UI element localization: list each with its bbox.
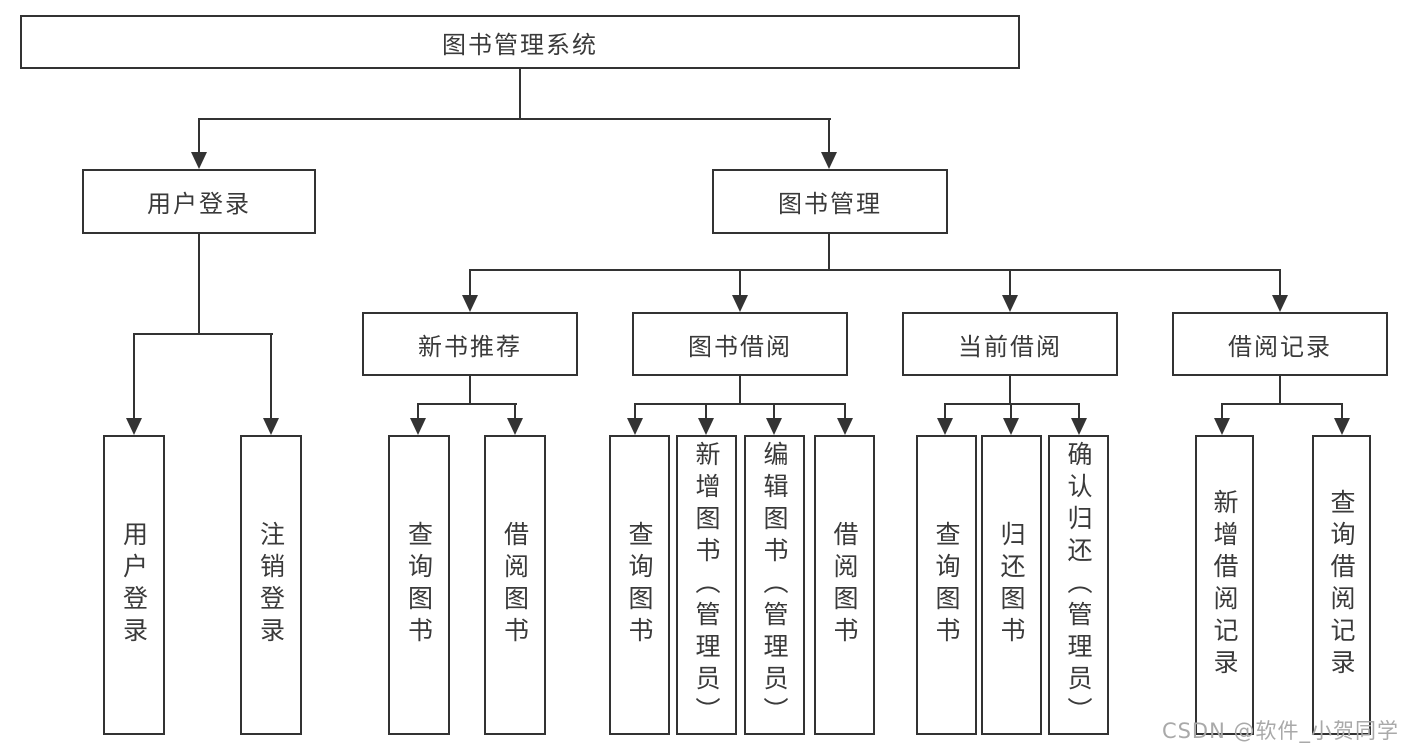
connector-line	[634, 403, 846, 405]
node-user-login: 用户登录	[82, 169, 316, 234]
leaf-query-books-3-label: 查询图书	[932, 521, 961, 649]
leaf-logout: 注销登录	[240, 435, 302, 735]
csdn-watermark: CSDN @软件_小贺同学	[1161, 719, 1399, 743]
arrowhead-icon	[126, 418, 142, 435]
arrowhead-icon	[837, 418, 853, 435]
connector-line	[417, 403, 419, 419]
leaf-query-books-2-label: 查询图书	[625, 521, 654, 649]
leaf-query-books-2: 查询图书	[609, 435, 670, 735]
arrowhead-icon	[937, 418, 953, 435]
connector-line	[828, 233, 830, 271]
arrowhead-icon	[698, 418, 714, 435]
arrowhead-icon	[1071, 418, 1087, 435]
node-library-system: 图书管理系统	[20, 15, 1020, 69]
leaf-user-login-label: 用户登录	[119, 521, 149, 649]
connector-line	[1009, 375, 1011, 405]
connector-line	[1221, 403, 1343, 405]
connector-line	[133, 333, 273, 335]
connector-line	[739, 375, 741, 405]
connector-line	[198, 233, 200, 335]
arrowhead-icon	[732, 295, 748, 312]
node-book-management-label: 图书管理	[778, 190, 882, 218]
leaf-borrow-books-2-label: 借阅图书	[830, 521, 859, 649]
connector-line	[1221, 403, 1223, 419]
node-library-system-label: 图书管理系统	[442, 30, 598, 59]
leaf-return-books: 归还图书	[981, 435, 1042, 735]
leaf-borrow-books-1-label: 借阅图书	[500, 521, 530, 649]
connector-line	[133, 333, 135, 419]
arrowhead-icon	[766, 418, 782, 435]
node-new-book-recommend-label: 新书推荐	[418, 332, 522, 361]
connector-line	[417, 403, 517, 405]
connector-line	[198, 118, 831, 120]
connector-line	[944, 403, 946, 419]
connector-line	[634, 403, 636, 419]
connector-line	[844, 403, 846, 419]
leaf-borrow-books-1: 借阅图书	[484, 435, 546, 735]
connector-line	[1341, 403, 1343, 419]
connector-line	[469, 269, 1281, 271]
leaf-edit-books-admin: 编辑图书（管理员）	[744, 435, 805, 735]
node-current-borrow: 当前借阅	[902, 312, 1118, 376]
node-book-borrow: 图书借阅	[632, 312, 848, 376]
leaf-confirm-return-admin: 确认归还（管理员）	[1048, 435, 1109, 735]
arrowhead-icon	[263, 418, 279, 435]
leaf-edit-books-admin-label: 编辑图书（管理员）	[760, 441, 789, 729]
leaf-add-borrow-record: 新增借阅记录	[1195, 435, 1254, 735]
connector-line	[705, 403, 707, 419]
leaf-query-borrow-record: 查询借阅记录	[1312, 435, 1371, 735]
connector-line	[469, 375, 471, 405]
arrowhead-icon	[191, 152, 207, 169]
arrowhead-icon	[462, 295, 478, 312]
leaf-return-books-label: 归还图书	[997, 521, 1026, 649]
connector-line	[198, 118, 200, 154]
arrowhead-icon	[821, 152, 837, 169]
leaf-add-books-admin-label: 新增图书（管理员）	[692, 441, 721, 729]
leaf-query-books-1: 查询图书	[388, 435, 450, 735]
arrowhead-icon	[1003, 418, 1019, 435]
arrowhead-icon	[507, 418, 523, 435]
leaf-user-login: 用户登录	[103, 435, 165, 735]
connector-line	[1279, 269, 1281, 297]
arrowhead-icon	[410, 418, 426, 435]
connector-line	[469, 269, 471, 297]
connector-line	[828, 118, 830, 154]
connector-line	[1279, 375, 1281, 405]
arrowhead-icon	[627, 418, 643, 435]
connector-line	[514, 403, 516, 419]
leaf-confirm-return-admin-label: 确认归还（管理员）	[1064, 441, 1093, 729]
node-new-book-recommend: 新书推荐	[362, 312, 578, 376]
node-user-login-label: 用户登录	[147, 190, 251, 218]
connector-line	[944, 403, 1080, 405]
leaf-logout-label: 注销登录	[256, 521, 286, 649]
connector-line	[1010, 403, 1012, 419]
leaf-query-borrow-record-label: 查询借阅记录	[1327, 489, 1356, 681]
connector-line	[1078, 403, 1080, 419]
arrowhead-icon	[1214, 418, 1230, 435]
node-book-borrow-label: 图书借阅	[688, 332, 792, 361]
node-current-borrow-label: 当前借阅	[958, 332, 1062, 361]
leaf-query-books-3: 查询图书	[916, 435, 977, 735]
arrowhead-icon	[1272, 295, 1288, 312]
leaf-borrow-books-2: 借阅图书	[814, 435, 875, 735]
connector-line	[519, 69, 521, 120]
connector-line	[1009, 269, 1011, 297]
leaf-add-borrow-record-label: 新增借阅记录	[1210, 489, 1239, 681]
node-book-management: 图书管理	[712, 169, 948, 234]
leaf-add-books-admin: 新增图书（管理员）	[676, 435, 737, 735]
arrowhead-icon	[1334, 418, 1350, 435]
leaf-query-books-1-label: 查询图书	[404, 521, 434, 649]
connector-line	[773, 403, 775, 419]
connector-line	[270, 333, 272, 419]
connector-line	[739, 269, 741, 297]
node-borrow-records: 借阅记录	[1172, 312, 1388, 376]
arrowhead-icon	[1002, 295, 1018, 312]
node-borrow-records-label: 借阅记录	[1228, 332, 1332, 361]
